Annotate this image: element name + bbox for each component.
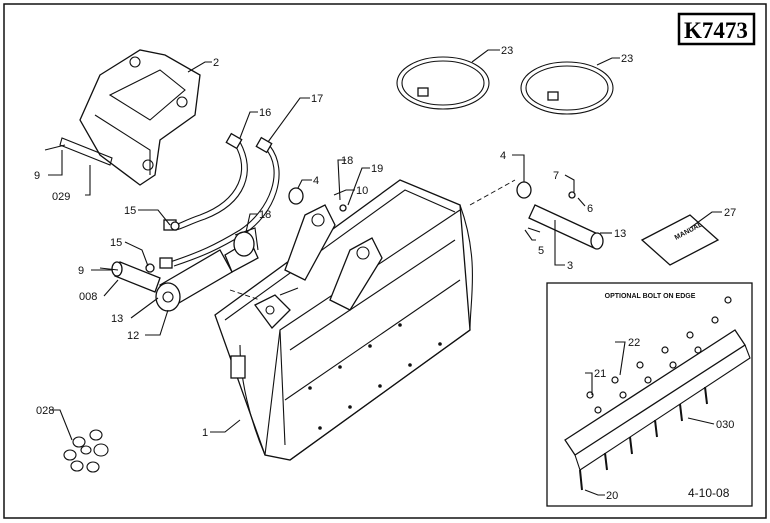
seal-kit [63, 429, 109, 473]
operator-manual: MANUAL [640, 214, 720, 266]
callout-008: 008 [79, 291, 97, 303]
callout-7: 7 [553, 170, 559, 182]
callout-18-left: 18 [259, 209, 271, 221]
hose-coil-left [396, 56, 490, 110]
callout-030: 030 [716, 419, 734, 431]
callout-1: 1 [202, 427, 208, 439]
pin-008 [99, 261, 161, 293]
hose-coil-right [520, 61, 614, 115]
callout-4-left: 4 [313, 175, 319, 187]
callout-20: 20 [606, 490, 618, 502]
callout-22: 22 [628, 337, 640, 349]
callout-6: 6 [587, 203, 593, 215]
callout-leaders [48, 49, 722, 496]
callout-27: 27 [724, 207, 736, 219]
callout-9-lower: 9 [78, 265, 84, 277]
callout-3: 3 [567, 260, 573, 272]
callout-18-right: 18 [341, 155, 353, 167]
logo-plate [230, 355, 246, 379]
callout-15-upper: 15 [124, 205, 136, 217]
callout-23-right: 23 [621, 53, 633, 65]
callout-4-right: 4 [500, 150, 506, 162]
bucket-mount-ears [254, 187, 383, 329]
callout-10: 10 [356, 185, 368, 197]
inset-title: OPTIONAL BOLT ON EDGE [605, 293, 696, 300]
bucket-body [214, 179, 474, 461]
hydraulic-hoses [159, 132, 280, 269]
callout-21: 21 [594, 368, 606, 380]
drawing-border [3, 3, 767, 519]
callout-17: 17 [311, 93, 323, 105]
callout-029: 029 [52, 191, 70, 203]
optional-bolt-on-edge-inset: OPTIONAL BOLT ON EDGE [546, 282, 753, 507]
hydraulic-cylinder [155, 227, 259, 312]
pin-3 [516, 181, 604, 250]
callout-9-upper: 9 [34, 170, 40, 182]
assembly-line-1 [229, 289, 261, 301]
callout-13-left: 13 [111, 313, 123, 325]
fitting-15-upper [170, 221, 180, 231]
callout-19: 19 [371, 163, 383, 175]
callout-12: 12 [127, 330, 139, 342]
part-number-box: K7473 [677, 12, 756, 46]
callout-23-left: 23 [501, 45, 513, 57]
callout-5: 5 [538, 245, 544, 257]
callout-15-lower: 15 [110, 237, 122, 249]
callout-labels: 2 9 029 16 17 15 18 15 9 008 13 12 4 18 … [34, 45, 736, 502]
callout-2: 2 [213, 57, 219, 69]
callout-16: 16 [259, 107, 271, 119]
assembly-line-2 [469, 179, 516, 206]
coupler-bracket [44, 49, 201, 186]
date-stamp: 4-10-08 [688, 486, 730, 500]
callout-028: 028 [36, 405, 54, 417]
callout-13-right: 13 [614, 228, 626, 240]
part-number: K7473 [684, 18, 748, 43]
